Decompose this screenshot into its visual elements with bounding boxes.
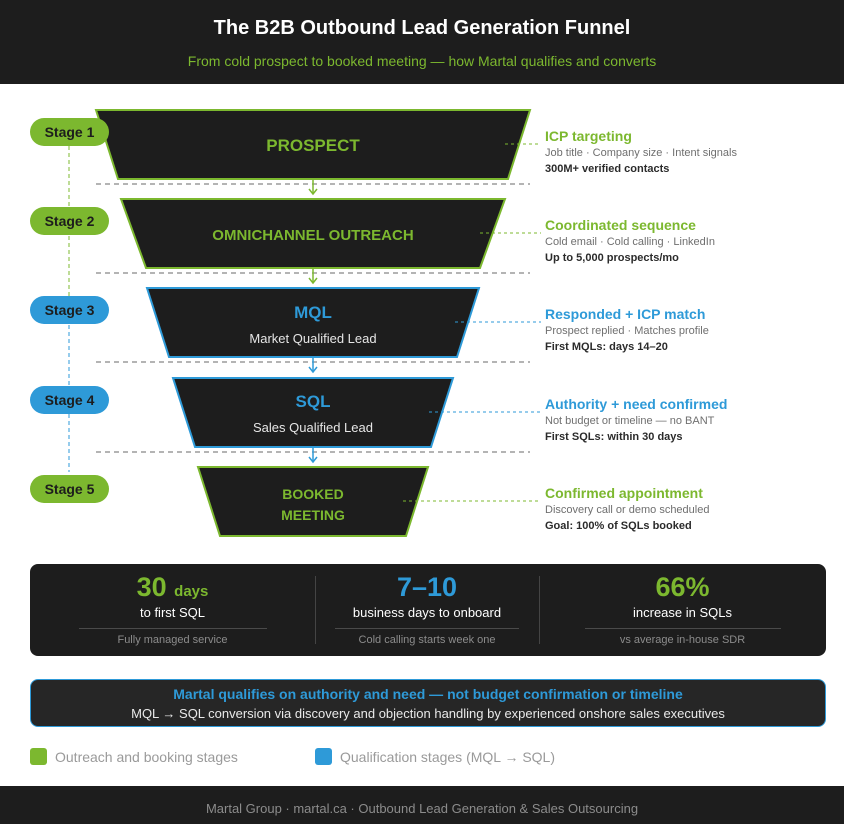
stage-4-pill: Stage 4 [30, 386, 109, 414]
stage-1-annotation: ICP targeting Job title · Company size ·… [545, 128, 835, 175]
stage-3-annotation: Responded + ICP match Prospect replied ·… [545, 306, 835, 353]
annotation-metric: First MQLs: days 14–20 [545, 341, 668, 353]
annotation-detail: Prospect replied · Matches profile [545, 325, 709, 337]
legend-item-qualification: Qualification stages (MQL → SQL) [315, 748, 615, 766]
legend-item-outreach: Outreach and booking stages [30, 748, 290, 766]
stats-panel: 30 days to first SQL Fully managed servi… [30, 564, 826, 656]
stage-5-label: BOOKED MEETING [220, 484, 406, 526]
annotation-title: ICP targeting [545, 128, 632, 144]
callout-title: Martal qualifies on authority and need —… [173, 686, 683, 702]
stage-4-subtitle: Sales Qualified Lead [253, 420, 373, 435]
header: The B2B Outbound Lead Generation Funnel … [0, 0, 844, 84]
legend-swatch [30, 748, 47, 765]
legend-swatch [315, 748, 332, 765]
footer-text: Martal Group · martal.ca · Outbound Lead… [205, 801, 639, 816]
stat-sql-increase: 66% increase in SQLs vs average in-house… [539, 564, 826, 656]
qualification-callout: Martal qualifies on authority and need —… [30, 679, 826, 727]
stat-value: 7–10 [315, 572, 539, 603]
stage-3-label: MQL Market Qualified Lead [169, 303, 457, 346]
stage-1-pill: Stage 1 [30, 118, 109, 146]
annotation-title: Responded + ICP match [545, 306, 706, 322]
stat-divider [78, 628, 267, 629]
stage-5-title: BOOKED MEETING [281, 486, 345, 523]
stat-number: 66% [655, 572, 710, 602]
stage-3-title: MQL [294, 303, 332, 322]
funnel-stage-2-shape [119, 198, 507, 269]
funnel-stage-1-shape [94, 109, 532, 180]
stat-label: to first SQL [139, 605, 206, 620]
stage-4-title: SQL [295, 392, 331, 411]
stat-note: vs average in-house SDR [619, 634, 746, 646]
stage-5-annotation: Confirmed appointment Discovery call or … [545, 485, 835, 532]
stage-2-label: OMNICHANNEL OUTREACH [146, 227, 480, 244]
stats-divider [315, 576, 316, 644]
legend-label: Qualification stages (MQL → SQL) [340, 749, 556, 765]
flow-arrow-head [308, 277, 318, 285]
stat-value: 66% [539, 572, 826, 603]
funnel-diagram [68, 109, 541, 537]
stat-value: 30 days [30, 572, 315, 603]
annotation-title: Authority + need confirmed [545, 396, 728, 412]
footer: Martal Group · martal.ca · Outbound Lead… [0, 786, 844, 824]
annotation-detail: Cold email · Cold calling · LinkedIn [545, 236, 715, 248]
stage-3-pill: Stage 3 [30, 296, 109, 324]
stats-divider [539, 576, 540, 644]
stat-divider [584, 628, 781, 629]
stage-3-subtitle: Market Qualified Lead [249, 331, 377, 346]
stage-5-pill: Stage 5 [30, 475, 109, 503]
page-subtitle: From cold prospect to booked meeting — h… [187, 53, 657, 69]
stat-onboard: 7–10 business days to onboard Cold calli… [315, 564, 539, 656]
stat-number: 7–10 [396, 572, 458, 602]
flow-arrow-head [308, 188, 318, 196]
annotation-detail: Not budget or timeline — no BANT [545, 415, 715, 427]
funnel-stage-3-shape [145, 287, 481, 358]
page-title: The B2B Outbound Lead Generation Funnel [213, 17, 631, 39]
legend-label: Outreach and booking stages [55, 749, 238, 765]
stat-label: business days to onboard [352, 605, 502, 620]
stage-1-title: PROSPECT [266, 136, 360, 155]
flow-arrow-head [308, 366, 318, 374]
annotation-metric: 300M+ verified contacts [545, 163, 670, 175]
annotation-title: Confirmed appointment [545, 485, 703, 501]
stat-first-sql: 30 days to first SQL Fully managed servi… [30, 564, 315, 656]
stat-divider [335, 628, 519, 629]
stage-2-title: OMNICHANNEL OUTREACH [212, 227, 414, 244]
annotation-detail: Job title · Company size · Intent signal… [545, 147, 737, 159]
funnel-stage-5-shape [196, 466, 430, 537]
stat-unit: days [174, 583, 209, 600]
stage-4-annotation: Authority + need confirmed Not budget or… [545, 396, 835, 443]
stat-note: Cold calling starts week one [358, 634, 496, 646]
annotation-metric: First SQLs: within 30 days [545, 431, 683, 443]
annotation-metric: Goal: 100% of SQLs booked [545, 520, 692, 532]
stat-number: 30 [136, 572, 167, 602]
annotation-metric: Up to 5,000 prospects/mo [545, 252, 679, 264]
annotation-title: Coordinated sequence [545, 217, 696, 233]
funnel-stage-4-shape [171, 377, 455, 448]
stage-1-label: PROSPECT [118, 136, 508, 156]
callout-subtitle: MQL → SQL conversion via discovery and o… [131, 706, 725, 721]
flow-arrow-head [308, 456, 318, 464]
stage-4-label: SQL Sales Qualified Lead [195, 392, 431, 435]
annotation-detail: Discovery call or demo scheduled [545, 504, 710, 516]
stat-label: increase in SQLs [633, 605, 732, 620]
stat-note: Fully managed service [117, 634, 228, 646]
stage-2-annotation: Coordinated sequence Cold email · Cold c… [545, 217, 835, 264]
stage-2-pill: Stage 2 [30, 207, 109, 235]
